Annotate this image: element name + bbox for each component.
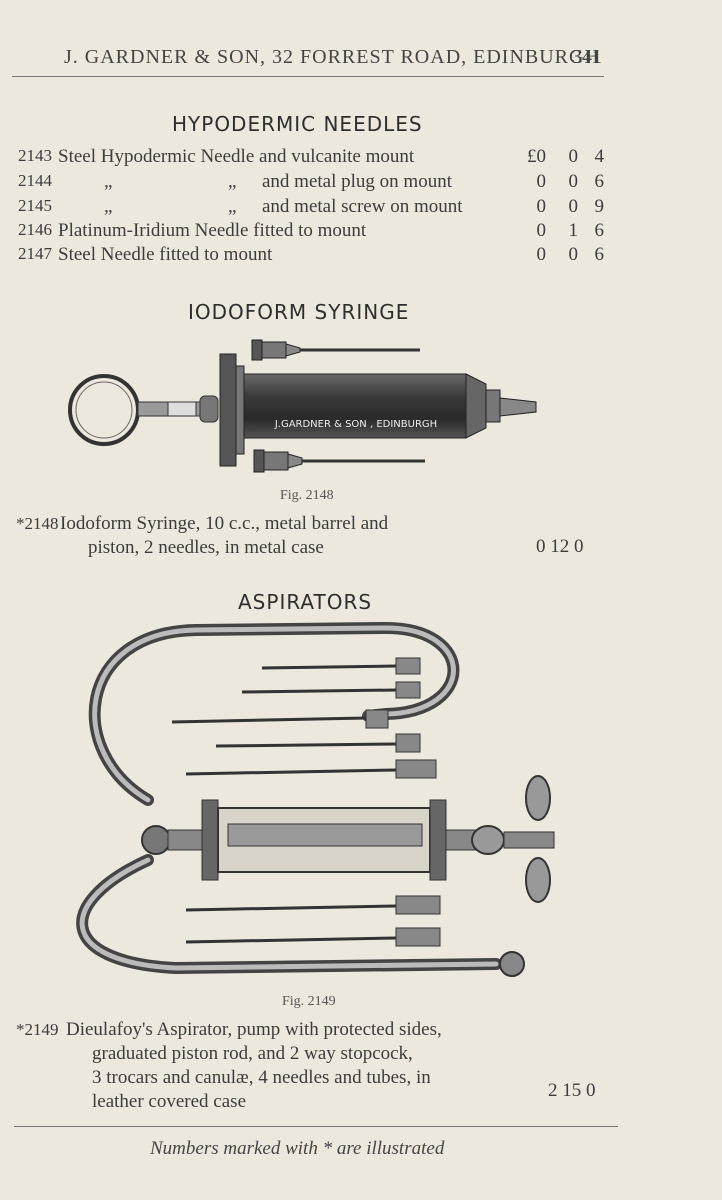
section-title-hypodermic: HYPODERMIC NEEDLES [172, 112, 423, 136]
price-row: 2147 Steel Needle fitted to mount 0 0 6 [0, 244, 722, 268]
price-pence: 6 [594, 220, 605, 241]
item-description-line: Dieulafoy's Aspirator, pump with protect… [66, 1019, 442, 1040]
aspirator-illustration [76, 622, 555, 977]
price-pounds: 0 [536, 220, 547, 241]
item-description-line: graduated piston rod, and 2 way stopcock… [92, 1043, 413, 1064]
item-number: 2147 [18, 244, 52, 263]
item-number: 2143 [18, 146, 52, 165]
item-number: 2144 [18, 171, 52, 190]
item-number: *2149 [16, 1020, 59, 1039]
needle-icon [253, 449, 425, 473]
item-description-line: piston, 2 needles, in metal case [88, 537, 324, 558]
section-title-iodoform: IODOFORM SYRINGE [188, 300, 410, 324]
iodoform-syringe-illustration: J.GARDNER & SON , EDINBURGH [68, 339, 537, 473]
item-number: 2146 [18, 220, 52, 239]
price-pence: 6 [594, 171, 605, 192]
price-pounds: 0 [536, 171, 547, 192]
item-description: Steel Hypodermic Needle and vulcanite mo… [58, 146, 415, 167]
item-price: 2 15 0 [548, 1080, 596, 1101]
item-number: *2148 [16, 514, 59, 533]
item-description-line: 3 trocars and canulæ, 4 needles and tube… [92, 1067, 431, 1088]
price-pence: 4 [594, 146, 605, 167]
price-shillings: 1 [568, 220, 579, 241]
item-number: 2145 [18, 196, 52, 215]
price-shillings: 0 [568, 146, 579, 167]
item-description-line: Iodoform Syringe, 10 c.c., metal barrel … [60, 513, 389, 534]
figure-caption: Fig. 2149 [282, 994, 336, 1009]
iodoform-entry: *2148 Iodoform Syringe, 10 c.c., metal b… [16, 512, 616, 562]
figure-caption: Fig. 2148 [280, 488, 334, 503]
page-number: 341 [572, 46, 602, 68]
price-shillings: 0 [568, 196, 579, 217]
item-description: and metal screw on mount [262, 196, 463, 217]
ditto-mark: „ [104, 196, 113, 217]
price-row: 2145 „ „ and metal screw on mount 0 0 9 [0, 196, 722, 220]
page-header: J. GARDNER & SON, 32 FORREST ROAD, EDINB… [0, 40, 722, 80]
item-description: Steel Needle fitted to mount [58, 244, 273, 265]
footer-note: Numbers marked with * are illustrated [150, 1138, 445, 1159]
price-pence: 6 [594, 244, 605, 265]
ditto-mark: „ [228, 196, 237, 217]
header-title: J. GARDNER & SON, 32 FORREST ROAD, EDINB… [64, 46, 600, 68]
price-row: 2146 Platinum-Iridium Needle fitted to m… [0, 220, 722, 244]
price-pounds: £0 [527, 146, 546, 167]
aspirator-entry: *2149 Dieulafoy's Aspirator, pump with p… [16, 1018, 616, 1118]
price-shillings: 0 [568, 171, 579, 192]
needle-icon [251, 339, 420, 361]
price-pence: 9 [594, 196, 605, 217]
section-title-aspirators: ASPIRATORS [238, 590, 373, 614]
price-pounds: 0 [536, 196, 547, 217]
ditto-mark: „ [228, 171, 237, 192]
footer-rule [14, 1126, 618, 1127]
price-row: 2143 Steel Hypodermic Needle and vulcani… [0, 146, 722, 170]
item-description: Platinum-Iridium Needle fitted to mount [58, 220, 367, 241]
item-description: and metal plug on mount [262, 171, 452, 192]
item-description-line: leather covered case [92, 1091, 247, 1112]
ditto-mark: „ [104, 171, 113, 192]
header-rule [12, 76, 604, 77]
price-shillings: 0 [568, 244, 579, 265]
item-price: 0 12 0 [536, 536, 584, 557]
price-row: 2144 „ „ and metal plug on mount 0 0 6 [0, 171, 722, 195]
price-pounds: 0 [536, 244, 547, 265]
barrel-engraving: J.GARDNER & SON , EDINBURGH [274, 419, 437, 430]
